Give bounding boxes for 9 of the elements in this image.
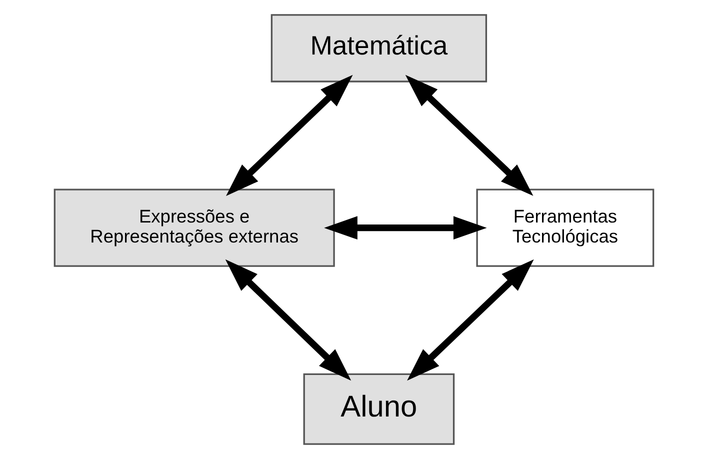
- arrow: [406, 259, 534, 381]
- node-box: Ferramentas Tecnológicas: [476, 188, 654, 267]
- arrow: [324, 216, 486, 240]
- arrow: [404, 74, 533, 196]
- arrow: [224, 259, 351, 381]
- arrow: [226, 74, 352, 196]
- node-box: Matemática: [270, 14, 487, 82]
- node-box: Expressões e Representações externas: [53, 188, 334, 267]
- node-box: Aluno: [302, 373, 454, 445]
